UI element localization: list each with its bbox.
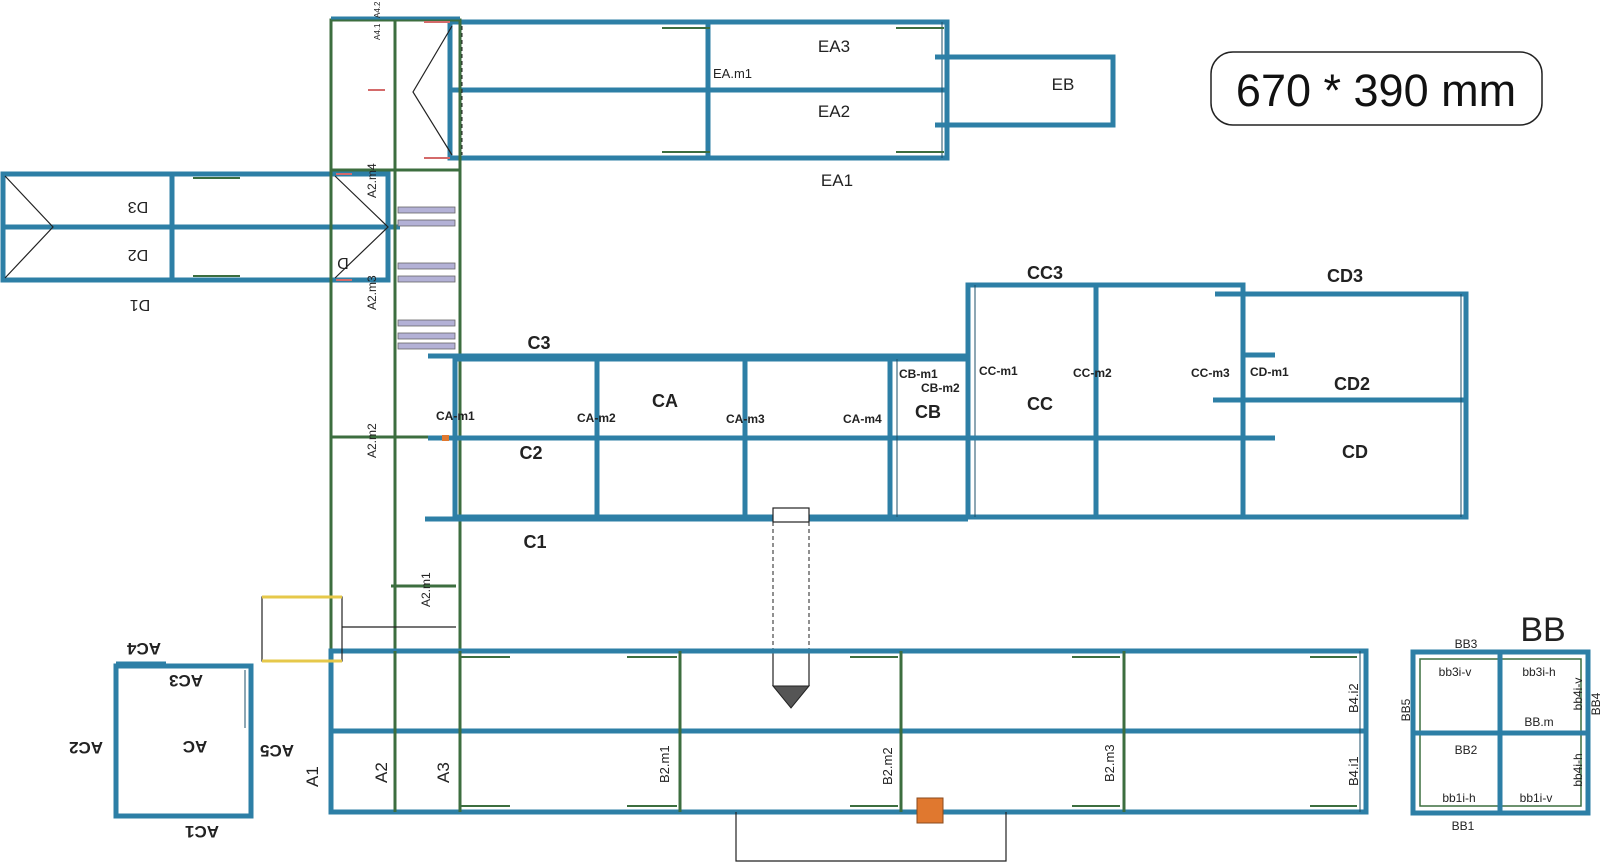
label-a3: A3 xyxy=(434,762,453,783)
label-a2-m1: A2.m1 xyxy=(419,572,433,607)
label-ea1: EA1 xyxy=(821,171,853,190)
label-ca-m1: CA-m1 xyxy=(436,409,475,423)
b-block xyxy=(328,648,1369,862)
label-c3: C3 xyxy=(527,333,550,353)
label-cb: CB xyxy=(915,402,941,422)
label-cc-m3: CC-m3 xyxy=(1191,366,1230,380)
label-bb1i-h: bb1i-h xyxy=(1442,791,1475,805)
pink-ticks xyxy=(336,21,450,281)
label-b2-m1: B2.m1 xyxy=(657,745,672,783)
label-bb4: BB4 xyxy=(1589,692,1600,715)
label-c2: C2 xyxy=(519,443,542,463)
label-bb1: BB1 xyxy=(1452,819,1475,833)
label-ac3: AC3 xyxy=(169,671,203,690)
d-block xyxy=(0,171,400,283)
label-d1: D1 xyxy=(130,296,151,313)
label-bb2: BB2 xyxy=(1455,743,1478,757)
label-ca: CA xyxy=(652,391,678,411)
label-ac1: AC1 xyxy=(185,822,219,841)
label-a4-2: A4.2 xyxy=(373,1,382,18)
label-ca-m3: CA-m3 xyxy=(726,412,765,426)
label-cd3: CD3 xyxy=(1327,266,1363,286)
label-ca-m4: CA-m4 xyxy=(843,412,882,426)
c-block xyxy=(425,353,971,522)
label-cd-m1: CD-m1 xyxy=(1250,365,1289,379)
label-d2: D2 xyxy=(128,246,149,263)
label-c1: C1 xyxy=(523,532,546,552)
label-ac2: AC2 xyxy=(69,738,103,757)
ladder-rungs xyxy=(397,206,456,350)
label-cc-m1: CC-m1 xyxy=(979,364,1018,378)
dimensions-label: 670 * 390 mm xyxy=(1236,65,1516,116)
label-b2-m2: B2.m2 xyxy=(880,747,895,785)
label-cd2: CD2 xyxy=(1334,374,1370,394)
dimensions-badge: 670 * 390 mm xyxy=(1210,51,1543,126)
label-bb: BB xyxy=(1520,611,1565,649)
label-cc-m2: CC-m2 xyxy=(1073,366,1112,380)
label-ea3: EA3 xyxy=(818,37,850,56)
label-cc3: CC3 xyxy=(1027,263,1063,283)
yellow-door-frame xyxy=(261,595,456,663)
drawer-connector xyxy=(771,507,811,709)
label-a4-1: A4.1 xyxy=(373,23,382,40)
bb-block xyxy=(1410,649,1591,816)
ea-block xyxy=(412,19,950,161)
label-eb: EB xyxy=(1052,75,1075,94)
label-bb5: BB5 xyxy=(1399,698,1413,721)
label-cc: CC xyxy=(1027,394,1053,414)
label-bb1i-v: bb1i-v xyxy=(1520,791,1553,805)
label-cb-m1: CB-m1 xyxy=(899,367,938,381)
label-a2-m2: A2.m2 xyxy=(365,423,379,458)
label-ca-m2: CA-m2 xyxy=(577,411,616,425)
label-cd: CD xyxy=(1342,442,1368,462)
eb-block xyxy=(935,54,1116,128)
label-b4-i2: B4.i2 xyxy=(1346,683,1361,713)
label-bb3i-h: bb3i-h xyxy=(1522,665,1555,679)
label-b2-m3: B2.m3 xyxy=(1102,744,1117,782)
label-ac5: AC5 xyxy=(260,741,294,760)
label-a2-m3: A2.m3 xyxy=(365,275,379,310)
label-bb3: BB3 xyxy=(1455,637,1478,651)
label-bb-m: BB.m xyxy=(1524,715,1553,729)
label-d: D xyxy=(337,254,349,271)
label-d3: D3 xyxy=(128,198,149,215)
label-a1: A1 xyxy=(303,766,322,787)
label-ea-m1: EA.m1 xyxy=(713,66,752,81)
label-cb-m2: CB-m2 xyxy=(921,381,960,395)
label-ac4: AC4 xyxy=(126,639,161,658)
label-a2-m4: A2.m4 xyxy=(365,163,379,198)
label-bb4i-v: bb4i-v xyxy=(1571,678,1585,711)
label-a2: A2 xyxy=(372,762,391,783)
label-ea2: EA2 xyxy=(818,102,850,121)
ac-block xyxy=(113,661,254,819)
label-bb3i-v: bb3i-v xyxy=(1439,665,1472,679)
label-ac: AC xyxy=(183,737,208,756)
label-bb4i-h: bb4i-h xyxy=(1571,753,1585,786)
cc-cd-block xyxy=(965,282,1469,520)
label-b4-i1: B4.i1 xyxy=(1346,756,1361,786)
